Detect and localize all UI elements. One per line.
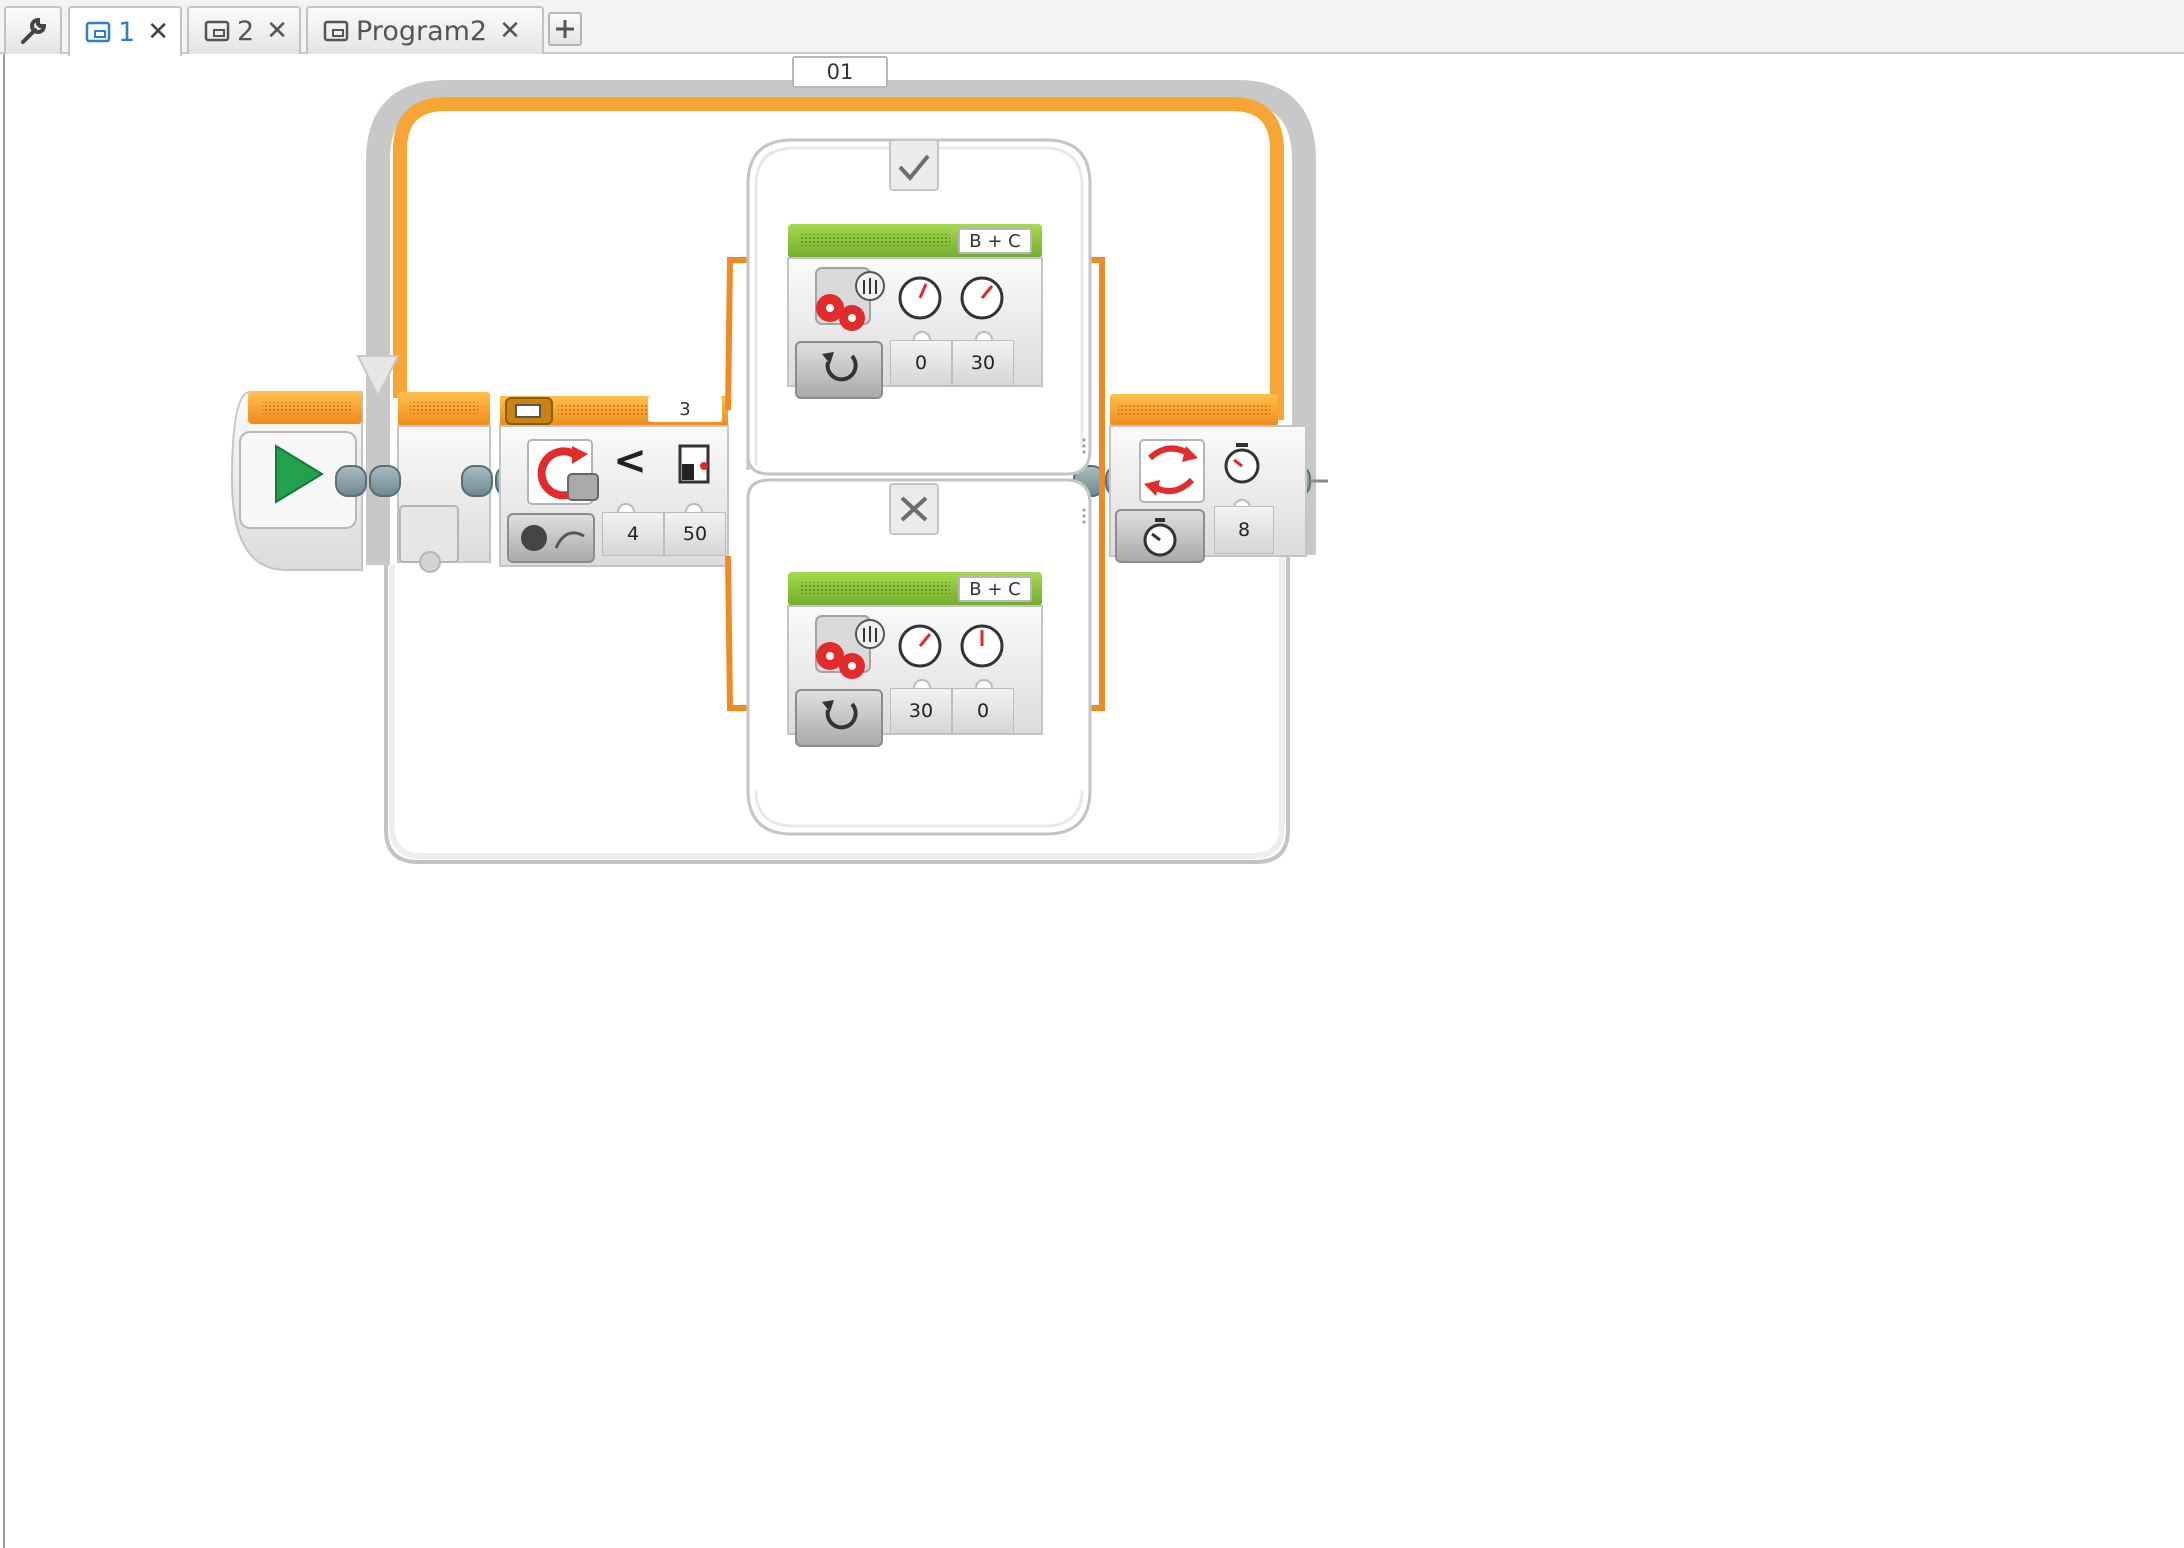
tab-program-1[interactable]: 1 ✕ bbox=[68, 6, 182, 56]
right-speed-input[interactable]: 0 bbox=[952, 688, 1014, 734]
play-icon bbox=[275, 444, 324, 504]
tab-label: 1 bbox=[118, 16, 136, 48]
tab-label: Program2 bbox=[356, 15, 488, 47]
program-icon bbox=[85, 21, 111, 43]
cross-icon bbox=[900, 496, 928, 522]
right-speed-input[interactable]: 30 bbox=[952, 340, 1014, 386]
rotation-icon bbox=[825, 702, 858, 730]
loop-block[interactable] bbox=[356, 80, 1316, 864]
program-icon bbox=[323, 20, 349, 42]
speed-gauge-icon bbox=[960, 624, 1004, 668]
switch-branch-rails bbox=[725, 257, 1105, 711]
timer-icon bbox=[1224, 443, 1260, 484]
speed-gauge-icon bbox=[898, 624, 942, 668]
speed-gauge-icon bbox=[898, 276, 942, 320]
wrench-icon bbox=[21, 17, 47, 44]
left-speed-input[interactable]: 0 bbox=[890, 340, 952, 386]
switch-block[interactable] bbox=[499, 396, 729, 567]
motor-ports-selector[interactable]: B + C bbox=[958, 228, 1032, 254]
plus-icon bbox=[556, 20, 574, 38]
close-icon[interactable]: ✕ bbox=[266, 16, 288, 46]
mode-selector-button[interactable] bbox=[507, 513, 595, 563]
threshold-input[interactable]: 50 bbox=[664, 512, 726, 556]
comparison-operator: < bbox=[613, 438, 647, 484]
rotation-icon bbox=[825, 354, 858, 382]
case-resize-handle[interactable] bbox=[1082, 438, 1086, 524]
loop-name-label[interactable]: 01 bbox=[792, 56, 888, 88]
canvas-border bbox=[3, 54, 5, 1548]
motor-mode-button[interactable] bbox=[795, 341, 883, 399]
motor-ports-selector[interactable]: B + C bbox=[958, 576, 1032, 602]
project-settings-tab[interactable] bbox=[4, 6, 62, 54]
speed-gauge-icon bbox=[960, 276, 1004, 320]
motor-mode-button[interactable] bbox=[795, 689, 883, 747]
tab-label: 2 bbox=[237, 15, 255, 47]
close-icon[interactable]: ✕ bbox=[147, 17, 169, 47]
loop-count-input[interactable]: 8 bbox=[1214, 506, 1274, 554]
loop-flow-track bbox=[393, 97, 1284, 420]
tab-program2[interactable]: Program2 ✕ bbox=[306, 6, 544, 54]
add-program-button[interactable] bbox=[548, 12, 582, 46]
left-speed-input[interactable]: 30 bbox=[890, 688, 952, 734]
gyro-sensor-icon bbox=[537, 447, 581, 500]
tab-program-2[interactable]: 2 ✕ bbox=[187, 6, 301, 54]
switch-port-selector[interactable]: 3 bbox=[648, 396, 722, 422]
start-block[interactable] bbox=[230, 391, 363, 571]
program-icon bbox=[204, 20, 230, 42]
loop-end-block[interactable] bbox=[1109, 394, 1307, 563]
compare-type-input[interactable]: 4 bbox=[602, 512, 664, 556]
close-icon[interactable]: ✕ bbox=[499, 16, 521, 46]
tab-bar: 1 ✕ 2 ✕ Program2 ✕ bbox=[0, 0, 2184, 56]
checkmark-icon bbox=[898, 154, 930, 182]
